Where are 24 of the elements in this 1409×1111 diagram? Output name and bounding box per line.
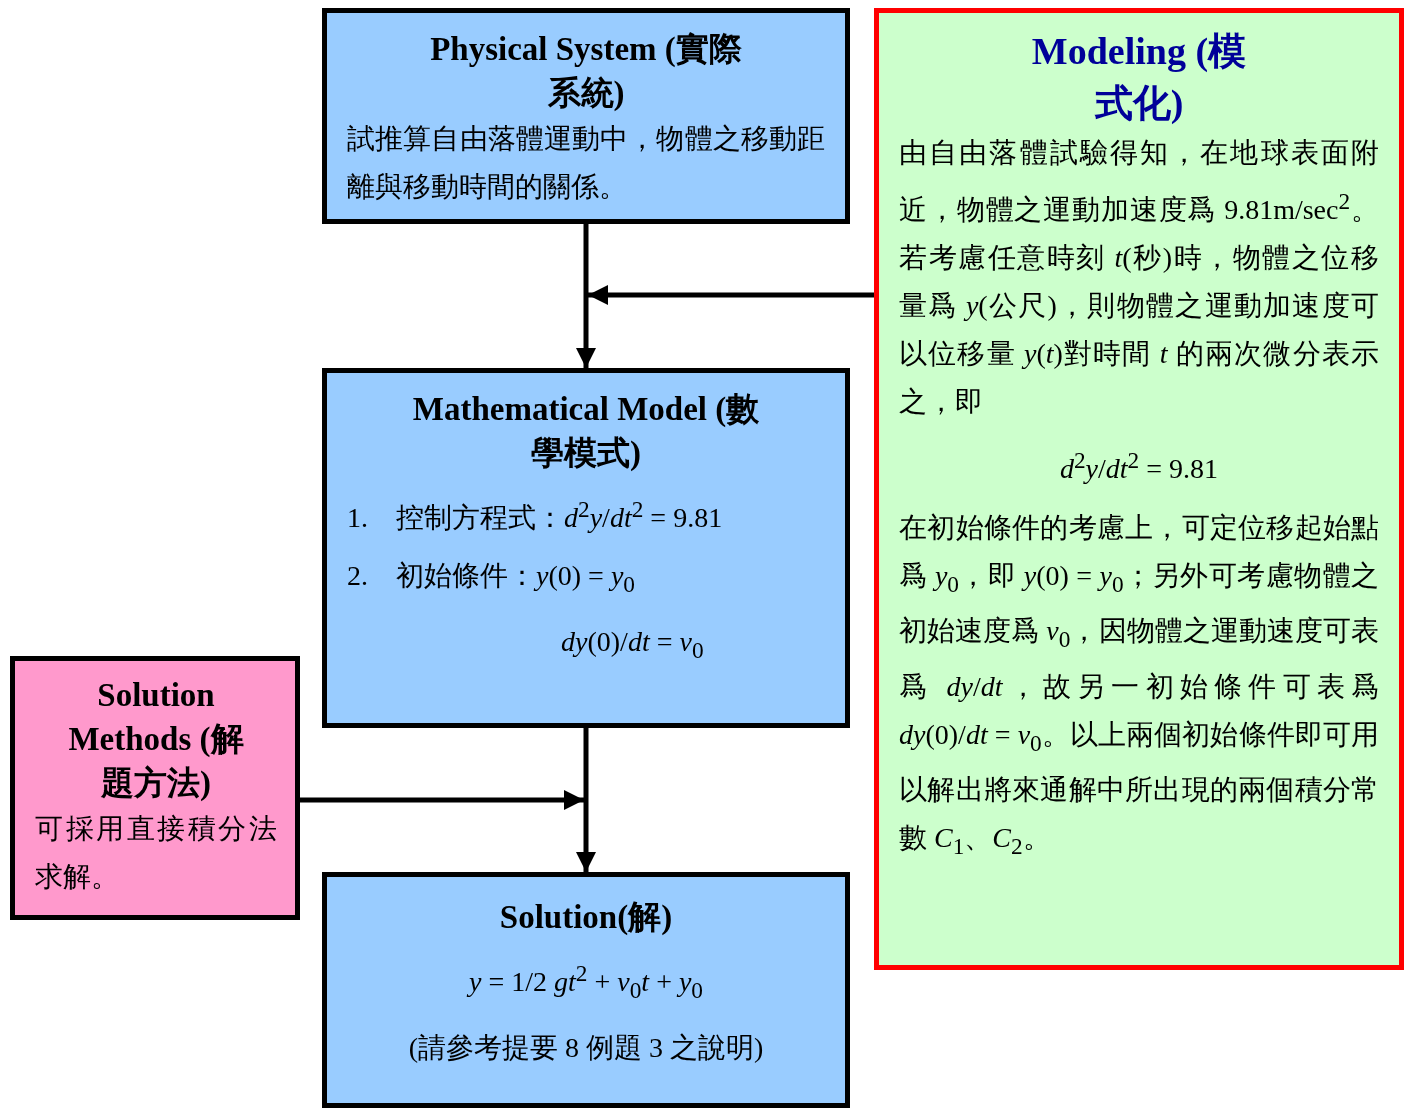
arrow	[576, 728, 596, 872]
formula: d$^{2}$y/dt$^{2}$ = 9.81	[1058, 446, 1220, 487]
formula: 1. 控制方程式：d$^{2}$y/dt$^{2}$ = 9.81	[347, 495, 724, 536]
formula: 2. 初始條件：y(0) = y$_{0}$	[347, 559, 636, 599]
box-heading: Solution Methods (解題方法)	[67, 676, 245, 803]
box-heading: Solution(解)	[498, 898, 674, 937]
process-box	[322, 368, 850, 728]
box-heading: Physical System (實際系統)	[429, 30, 743, 113]
process-box	[322, 872, 850, 1108]
note-box	[874, 8, 1404, 970]
arrow	[588, 285, 874, 305]
box-heading: Modeling (模式化)	[1030, 29, 1248, 126]
body-text: 在初始條件的考慮上，可定位移起始點爲 y$_{0}$，即 y(0) = y$_{0}$；另外可考慮物體之初始速度爲 v$_{0}$，因物體之運動速度可表爲 dy/dt，故另一初始條件可表爲 dy(0)/dt = v$_{0}$。以上兩個初始條件即可用以解出將來通解中所出現的兩個積分常數 C$_{1}$、C$_{2}$。	[899, 510, 1379, 862]
body-text: 試推算自由落體運動中，物體之移動距離與移動時間的關係。	[347, 122, 825, 204]
box-heading: Mathematical Model (數學模式)	[411, 390, 761, 473]
body-text: 由自由落體試驗得知，在地球表面附近，物體之運動加速度爲 9.81m/sec$^{2}$。若考慮任意時刻 t(秒)時，物體之位移量爲 y(公尺)，則物體之運動加速度可以位移量 y(t)對時間 t 的兩次微分表示之，即	[899, 136, 1379, 420]
arrow	[300, 790, 584, 810]
body-text: 可採用直接積分法求解。	[35, 812, 277, 894]
formula: dy(0)/dt = v$_{0}$	[560, 624, 705, 665]
method-box	[10, 656, 300, 920]
formula: (請參考提要 8 例題 3 之說明)	[407, 1030, 765, 1065]
process-box	[322, 8, 850, 224]
arrow	[576, 224, 596, 368]
formula: y = 1/2 gt$^{2}$ + v$_{0}$t + y$_{0}$	[465, 959, 705, 1005]
